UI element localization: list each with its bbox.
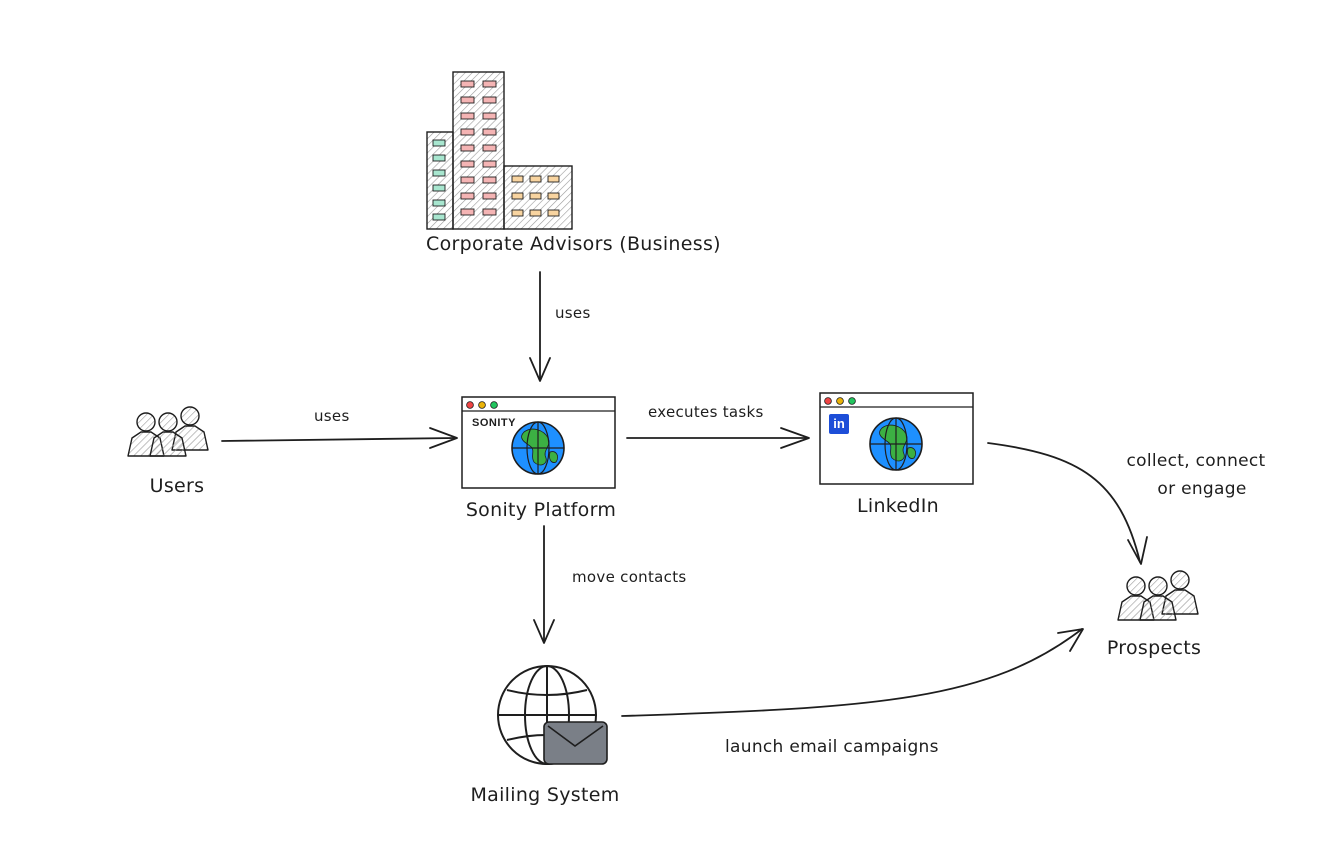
prospects-icon [1117, 570, 1199, 621]
mailing-system-label: Mailing System [470, 784, 620, 806]
edge-label-users-uses: uses [314, 407, 350, 425]
edge-label-launch-email-campaigns: launch email campaigns [725, 737, 939, 757]
sonity-platform-label: Sonity Platform [465, 499, 617, 521]
edge-label-move-contacts: move contacts [572, 568, 687, 586]
users-icon [127, 406, 209, 457]
building-icon [426, 71, 573, 230]
edge-linkedin-to-prospects [987, 442, 1148, 565]
edge-label-collect-connect: collect, connect [1126, 451, 1266, 471]
edge-sonity-to-mailing [533, 525, 555, 644]
edge-sonity-to-linkedin [626, 427, 810, 449]
edge-users-to-sonity [221, 427, 458, 449]
edge-label-corporate-uses: uses [555, 304, 591, 322]
envelope-icon [543, 721, 608, 765]
edge-label-executes-tasks: executes tasks [648, 403, 764, 421]
prospects-label: Prospects [1106, 637, 1202, 659]
users-label: Users [149, 475, 205, 497]
sonity-window-icon [461, 396, 616, 489]
linkedin-window-icon [819, 392, 974, 485]
edge-corporate-to-sonity [529, 271, 551, 382]
edge-mailing-to-prospects [621, 628, 1084, 717]
linkedin-label: LinkedIn [856, 495, 940, 517]
corporate-advisors-label: Corporate Advisors (Business) [426, 233, 721, 255]
linkedin-logo-icon: in [829, 414, 849, 434]
sonity-logo-text: SONITY [472, 417, 516, 429]
edge-label-or-engage: or engage [1157, 479, 1247, 499]
